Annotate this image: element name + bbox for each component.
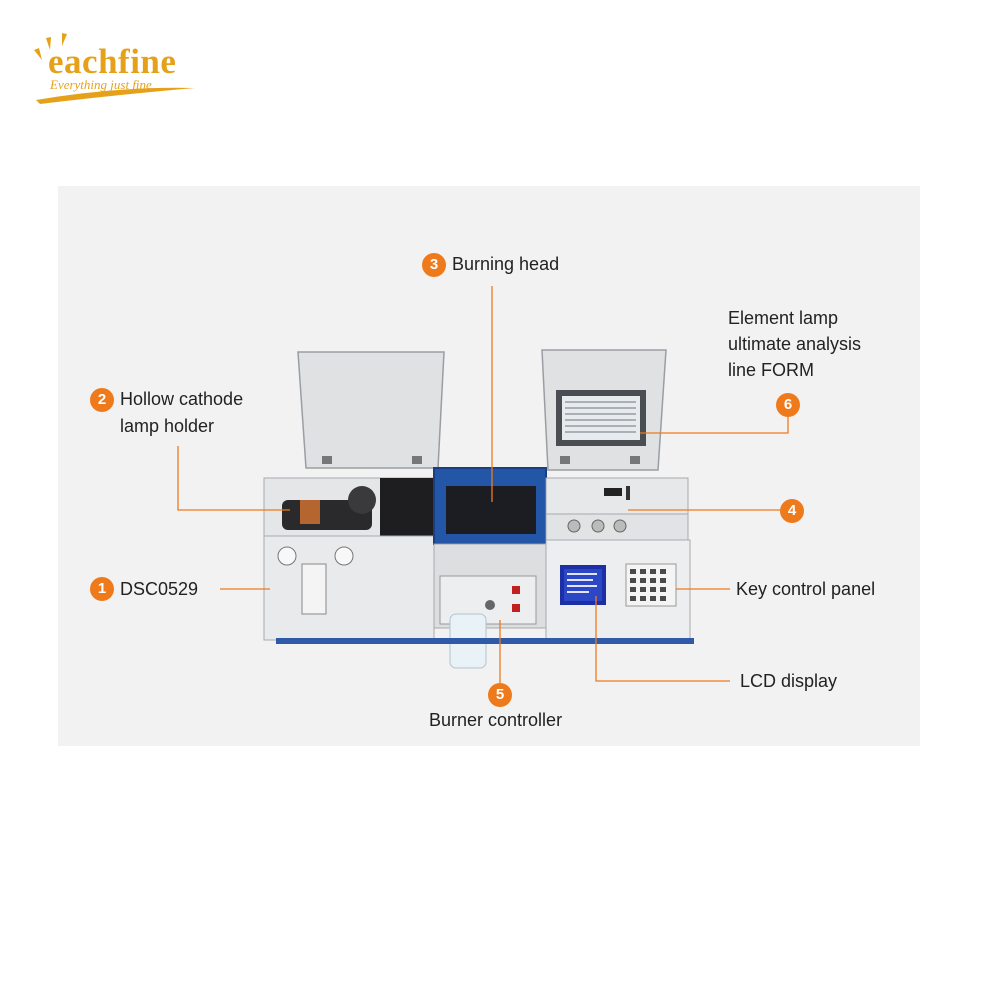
callout-2-badge: 2 <box>90 388 114 412</box>
callout-5-label: Burner controller <box>429 710 563 730</box>
logo-swoosh <box>36 87 195 104</box>
callout-leader-lines <box>177 286 789 683</box>
callout-4-badge: 4 <box>780 499 804 523</box>
callout-2-label-line-1: Hollow cathode <box>120 389 244 409</box>
logo-rays <box>34 33 195 104</box>
callout-2-label-line-2: lamp holder <box>120 416 215 436</box>
callout-6-label-line-1: Element lamp <box>728 308 839 328</box>
brand-tagline: Everything just fine <box>50 77 152 92</box>
key-control-panel-label: Key control panel <box>736 579 876 599</box>
callout-1-label: DSC0529 <box>120 579 199 599</box>
callout-6-badge: 6 <box>776 393 800 417</box>
callout-6-label-line-3: line FORM <box>728 360 815 380</box>
brand-logo: eachfine Everything just fine <box>30 20 210 110</box>
callout-3-badge: 3 <box>422 253 446 277</box>
callout-6-label-line-2: ultimate analysis <box>728 334 862 354</box>
callout-1-badge: 1 <box>90 577 114 601</box>
callout-5-badge: 5 <box>488 683 512 707</box>
brand-name: eachfine <box>48 42 177 81</box>
lcd-display-label: LCD display <box>740 671 838 691</box>
photo-background <box>58 186 920 746</box>
callout-3-label: Burning head <box>452 254 560 274</box>
